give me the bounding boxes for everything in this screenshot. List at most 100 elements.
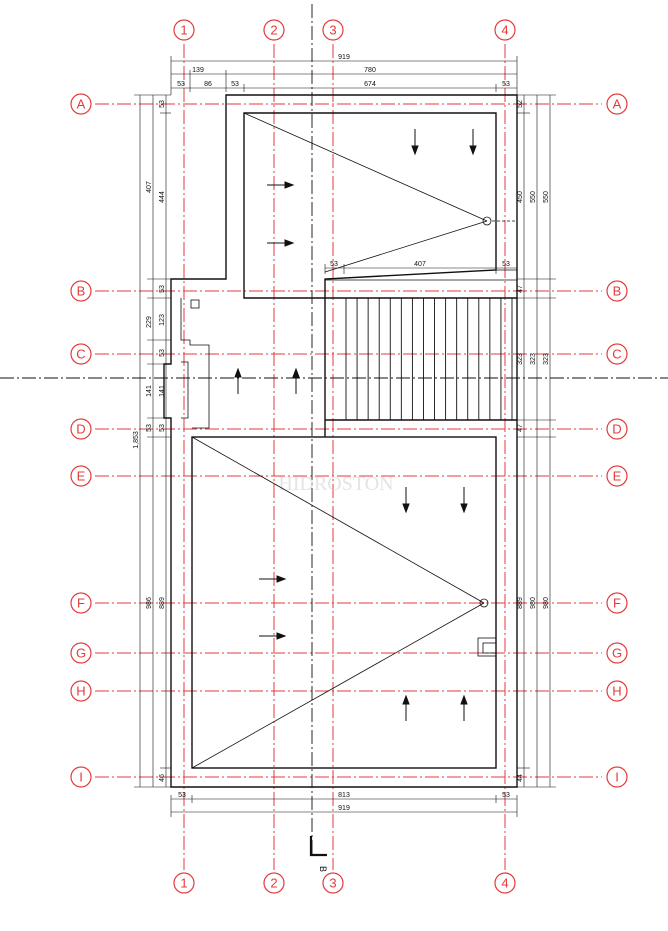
- watermark-text: HIDROSTON: [278, 473, 393, 495]
- corridor-small-box: [190, 299, 200, 309]
- column-bubbles-bottom: 1 2 3 4: [173, 872, 516, 894]
- arrow-up-icon: [460, 694, 468, 721]
- dim-bottom-overall: 919: [338, 805, 350, 812]
- row-label-a-left: A: [77, 97, 86, 112]
- column-label-3-top: 3: [329, 23, 336, 38]
- dim-left-444: 444: [159, 191, 166, 203]
- lower-slope-line-1: [191, 436, 485, 604]
- dim-right-450: 450: [517, 191, 524, 203]
- lower-drain-icon: [479, 598, 489, 608]
- dimension-texts: 919 780 139 86 53 674 53 53 919 813 53 5…: [133, 54, 550, 812]
- dim-bottom-53b: 53: [502, 792, 510, 799]
- column-bubbles-top: 1 2 3 4: [173, 19, 516, 41]
- dim-right-44: 44: [517, 774, 524, 782]
- dim-left-986: 986: [146, 597, 153, 609]
- arrow-down-icon: [411, 129, 419, 156]
- arrow-right-icon: [259, 632, 287, 640]
- dim-bottom-813: 813: [338, 792, 350, 799]
- dim-top-674: 674: [364, 81, 376, 88]
- arrow-down-icon: [469, 129, 477, 156]
- dim-top-53a: 53: [177, 81, 185, 88]
- dim-left-53d: 53: [146, 424, 153, 432]
- row-label-g-right: G: [612, 646, 622, 661]
- slope-lines: [191, 112, 517, 769]
- dim-bottom-53a: 53: [178, 792, 186, 799]
- dim-left-46: 46: [159, 774, 166, 782]
- dim-left-total: 1,853: [133, 431, 140, 449]
- dim-left-141a: 141: [146, 385, 153, 397]
- row-label-b-right: B: [613, 284, 622, 299]
- row-label-f-left: F: [77, 596, 85, 611]
- dim-right-550a: 550: [530, 191, 537, 203]
- dim-left-53c: 53: [159, 349, 166, 357]
- dim-top-780: 780: [364, 67, 376, 74]
- row-label-i-left: I: [79, 770, 83, 785]
- building-walls: [163, 94, 518, 788]
- slope-arrows: [234, 129, 477, 721]
- dim-right-323c: 323: [543, 353, 550, 365]
- column-label-3-bottom: 3: [329, 876, 336, 891]
- arrow-up-icon: [234, 367, 242, 394]
- dim-right-323a: 323: [517, 353, 524, 365]
- dim-right-323b: 323: [530, 353, 537, 365]
- corridor-inner-line: [180, 298, 210, 429]
- dim-left-123: 123: [159, 314, 166, 326]
- column-label-2-bottom: 2: [270, 876, 277, 891]
- row-label-i-right: I: [615, 770, 619, 785]
- arrow-right-icon: [259, 575, 287, 583]
- dim-right-980b: 980: [543, 597, 550, 609]
- row-label-c-right: C: [612, 347, 621, 362]
- dim-left-141b: 141: [159, 385, 166, 397]
- dim-landing-407: 407: [414, 261, 426, 268]
- dim-right-550b: 550: [543, 191, 550, 203]
- upper-inner-wall: [243, 112, 497, 299]
- dimension-lines: [134, 56, 556, 817]
- corridor-niche: [181, 361, 189, 419]
- arrow-down-icon: [402, 487, 410, 514]
- row-label-g-left: G: [76, 646, 86, 661]
- column-label-1-bottom: 1: [180, 876, 187, 891]
- lower-slope-line-2: [191, 602, 485, 769]
- row-label-h-left: H: [76, 684, 85, 699]
- row-label-c-left: C: [76, 347, 85, 362]
- section-marker: B: [309, 836, 328, 872]
- dim-left-53b: 53: [159, 285, 166, 293]
- column-label-4-top: 4: [501, 23, 508, 38]
- section-marker-label: B: [318, 866, 328, 872]
- row-label-a-right: A: [613, 97, 622, 112]
- dim-left-229: 229: [146, 316, 153, 328]
- row-label-f-right: F: [613, 596, 621, 611]
- arrow-up-icon: [402, 694, 410, 721]
- staircase-treads: [345, 298, 513, 420]
- dim-right-889: 889: [517, 597, 524, 609]
- outer-wall-outline: [163, 94, 518, 788]
- dim-top-53b: 53: [231, 81, 239, 88]
- arrow-right-icon: [267, 239, 295, 247]
- dim-right-47b: 47: [517, 424, 524, 432]
- arrow-right-icon: [267, 181, 295, 189]
- row-label-h-right: H: [612, 684, 621, 699]
- arrow-down-icon: [460, 487, 468, 514]
- row-label-e-right: E: [613, 469, 622, 484]
- upper-slope-line-2: [324, 220, 488, 273]
- dim-top-53c: 53: [502, 81, 510, 88]
- column-label-2-top: 2: [270, 23, 277, 38]
- dim-left-889: 889: [159, 597, 166, 609]
- dim-landing-53a: 53: [330, 261, 338, 268]
- row-label-e-left: E: [77, 469, 86, 484]
- dim-landing-53b: 53: [502, 261, 510, 268]
- dim-top-overall: 919: [338, 54, 350, 61]
- row-bubbles-left: A B C D E F G H I: [70, 93, 92, 788]
- column-label-1-top: 1: [180, 23, 187, 38]
- dim-top-86: 86: [204, 81, 212, 88]
- row-label-d-right: D: [612, 422, 621, 437]
- row-bubbles-right: A B C D E F G H I: [606, 93, 628, 788]
- row-label-b-left: B: [77, 284, 86, 299]
- dim-right-980a: 980: [530, 597, 537, 609]
- dim-top-139: 139: [192, 67, 204, 74]
- dim-left-53e: 53: [159, 424, 166, 432]
- column-label-4-bottom: 4: [501, 876, 508, 891]
- upper-drain-icon: [482, 216, 492, 226]
- dim-left-53a: 53: [159, 100, 166, 108]
